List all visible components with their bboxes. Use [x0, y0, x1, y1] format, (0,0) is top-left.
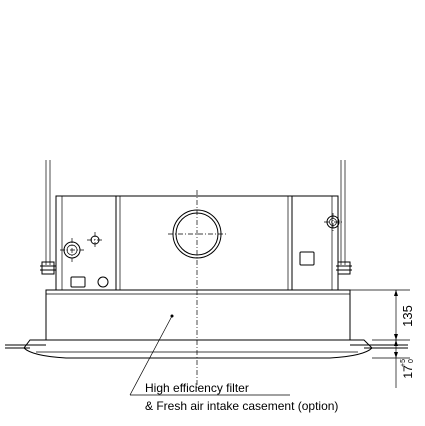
filter-label-line2: & Fresh air intake casement (option) [145, 399, 338, 413]
dimension-17-tol-plus: +5 [400, 359, 407, 367]
ceiling-and-panel [5, 339, 408, 359]
filter-leader [129, 314, 290, 396]
hanging-rods [45, 160, 346, 265]
dimension-17-label: 17 [401, 365, 415, 379]
filter-section [45, 289, 351, 341]
dimension-17: 17 +5 0 [400, 359, 415, 379]
left-fittings [60, 232, 109, 288]
hanger-brackets [40, 261, 352, 275]
right-fittings [299, 213, 342, 266]
dimension-17-tol-minus: 0 [408, 359, 415, 363]
fresh-air-duct [168, 190, 228, 390]
dimension-135: 135 [400, 305, 415, 327]
dimension-lines [350, 289, 410, 388]
filter-label-line1: High efficiency filter [145, 381, 249, 395]
dimension-135-label: 135 [400, 305, 415, 327]
